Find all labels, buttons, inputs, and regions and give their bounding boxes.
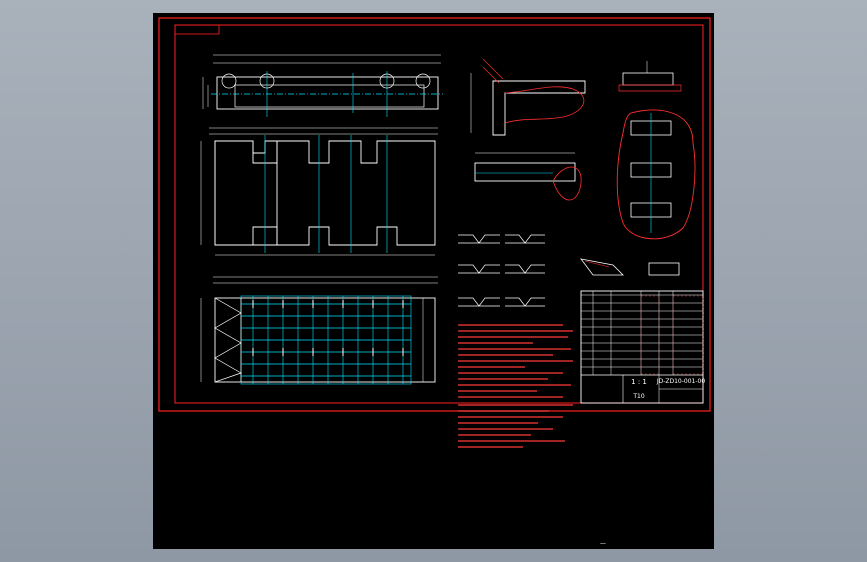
outer-frame bbox=[158, 17, 711, 412]
scale-label: 1 : 1 bbox=[631, 378, 647, 386]
cad-drawing: 1 : 1 JD-ZD10-001-00 T10 — bbox=[158, 17, 711, 547]
drawing-number: JD-ZD10-001-00 bbox=[656, 378, 706, 385]
inner-frame bbox=[174, 24, 704, 404]
section-detail-d bbox=[616, 109, 696, 240]
front-elevation-view bbox=[200, 127, 438, 256]
cad-viewport[interactable]: 1 : 1 JD-ZD10-001-00 T10 — bbox=[153, 13, 714, 549]
technical-notes bbox=[458, 324, 573, 448]
sheet-label: T10 bbox=[632, 393, 644, 400]
section-detail-c bbox=[474, 152, 582, 201]
section-detail-b bbox=[618, 61, 682, 92]
corner-label-box bbox=[174, 24, 220, 35]
command-cursor: — bbox=[600, 540, 606, 547]
top-plan-view bbox=[202, 54, 443, 117]
title-block bbox=[580, 290, 704, 404]
bottom-grid-view bbox=[200, 276, 438, 385]
section-detail-a bbox=[470, 58, 586, 136]
weld-symbols bbox=[458, 234, 680, 307]
